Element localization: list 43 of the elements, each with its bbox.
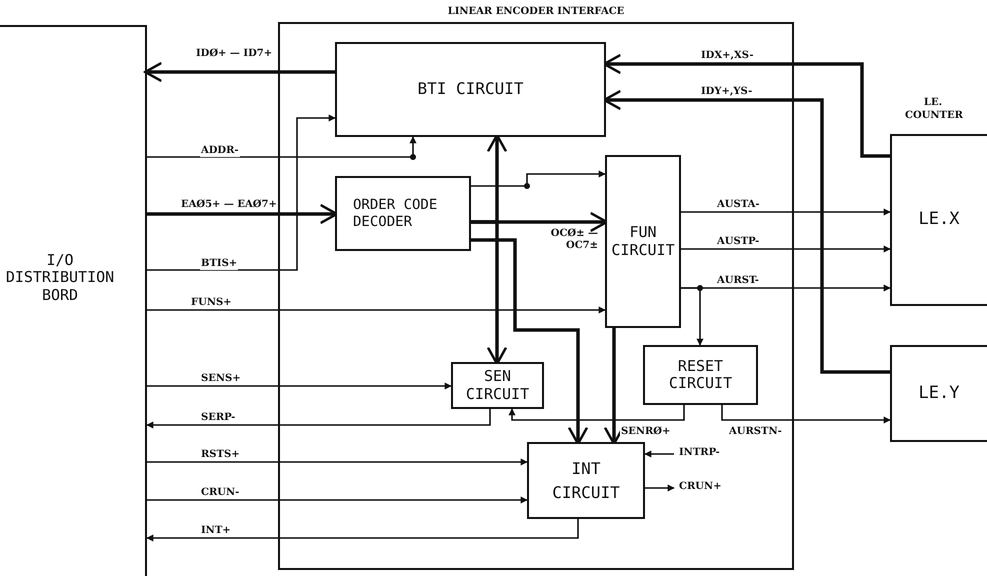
signal-label: BTIS+ [200,258,238,270]
board-box [0,25,147,576]
circuit-box [451,362,544,409]
signal-label: OCØ± — OC7± [550,228,599,252]
circuit-box [335,42,606,137]
signal-arrow [147,136,416,158]
signal-label: ADDR- [200,145,240,157]
block-label: RESET CIRCUIT [668,358,734,392]
block-label: LE.Y [918,384,960,404]
signal-arrow [681,287,704,346]
block-label: INT CIRCUIT [551,458,621,504]
signal-arrow [644,450,674,458]
signal-arrow [146,519,579,542]
group-label: LE. COUNTER [905,96,961,122]
block-label: ORDER CODE DECODER [353,197,438,230]
signal-arrow [147,306,606,314]
bus-arrow [144,62,335,82]
signal-arrow [471,170,606,187]
block-label: BTI CIRCUIT [418,80,524,99]
signal-arrow [645,484,675,492]
circuit-box [527,442,645,519]
circuit-box [643,345,758,405]
signal-arrow [146,409,491,428]
block-label: LE.X [918,210,960,230]
signal-arrow [147,114,336,271]
signal-arrow [721,405,891,424]
counter-box [890,345,987,442]
signal-arrow [147,382,452,390]
signal-arrow [147,496,528,504]
signal-label: IDY+,YS- [700,86,754,98]
counter-box [890,134,987,306]
block-label: I/O DISTRIBUTION BORD [4,252,116,304]
circuit-box [605,155,681,328]
block-label: FUN CIRCUIT [610,224,676,259]
signal-arrow [681,246,891,252]
signal-arrow [508,405,685,421]
interface-title: LINEAR ENCODER INTERFACE [448,6,624,17]
block-label: SEN CIRCUIT [464,368,530,403]
decoder-box [335,176,471,251]
signal-arrow [147,458,528,466]
signal-label: IDX+,XS- [700,50,754,62]
signal-label: SENRØ+ [620,426,672,438]
signal-arrow [681,208,891,216]
